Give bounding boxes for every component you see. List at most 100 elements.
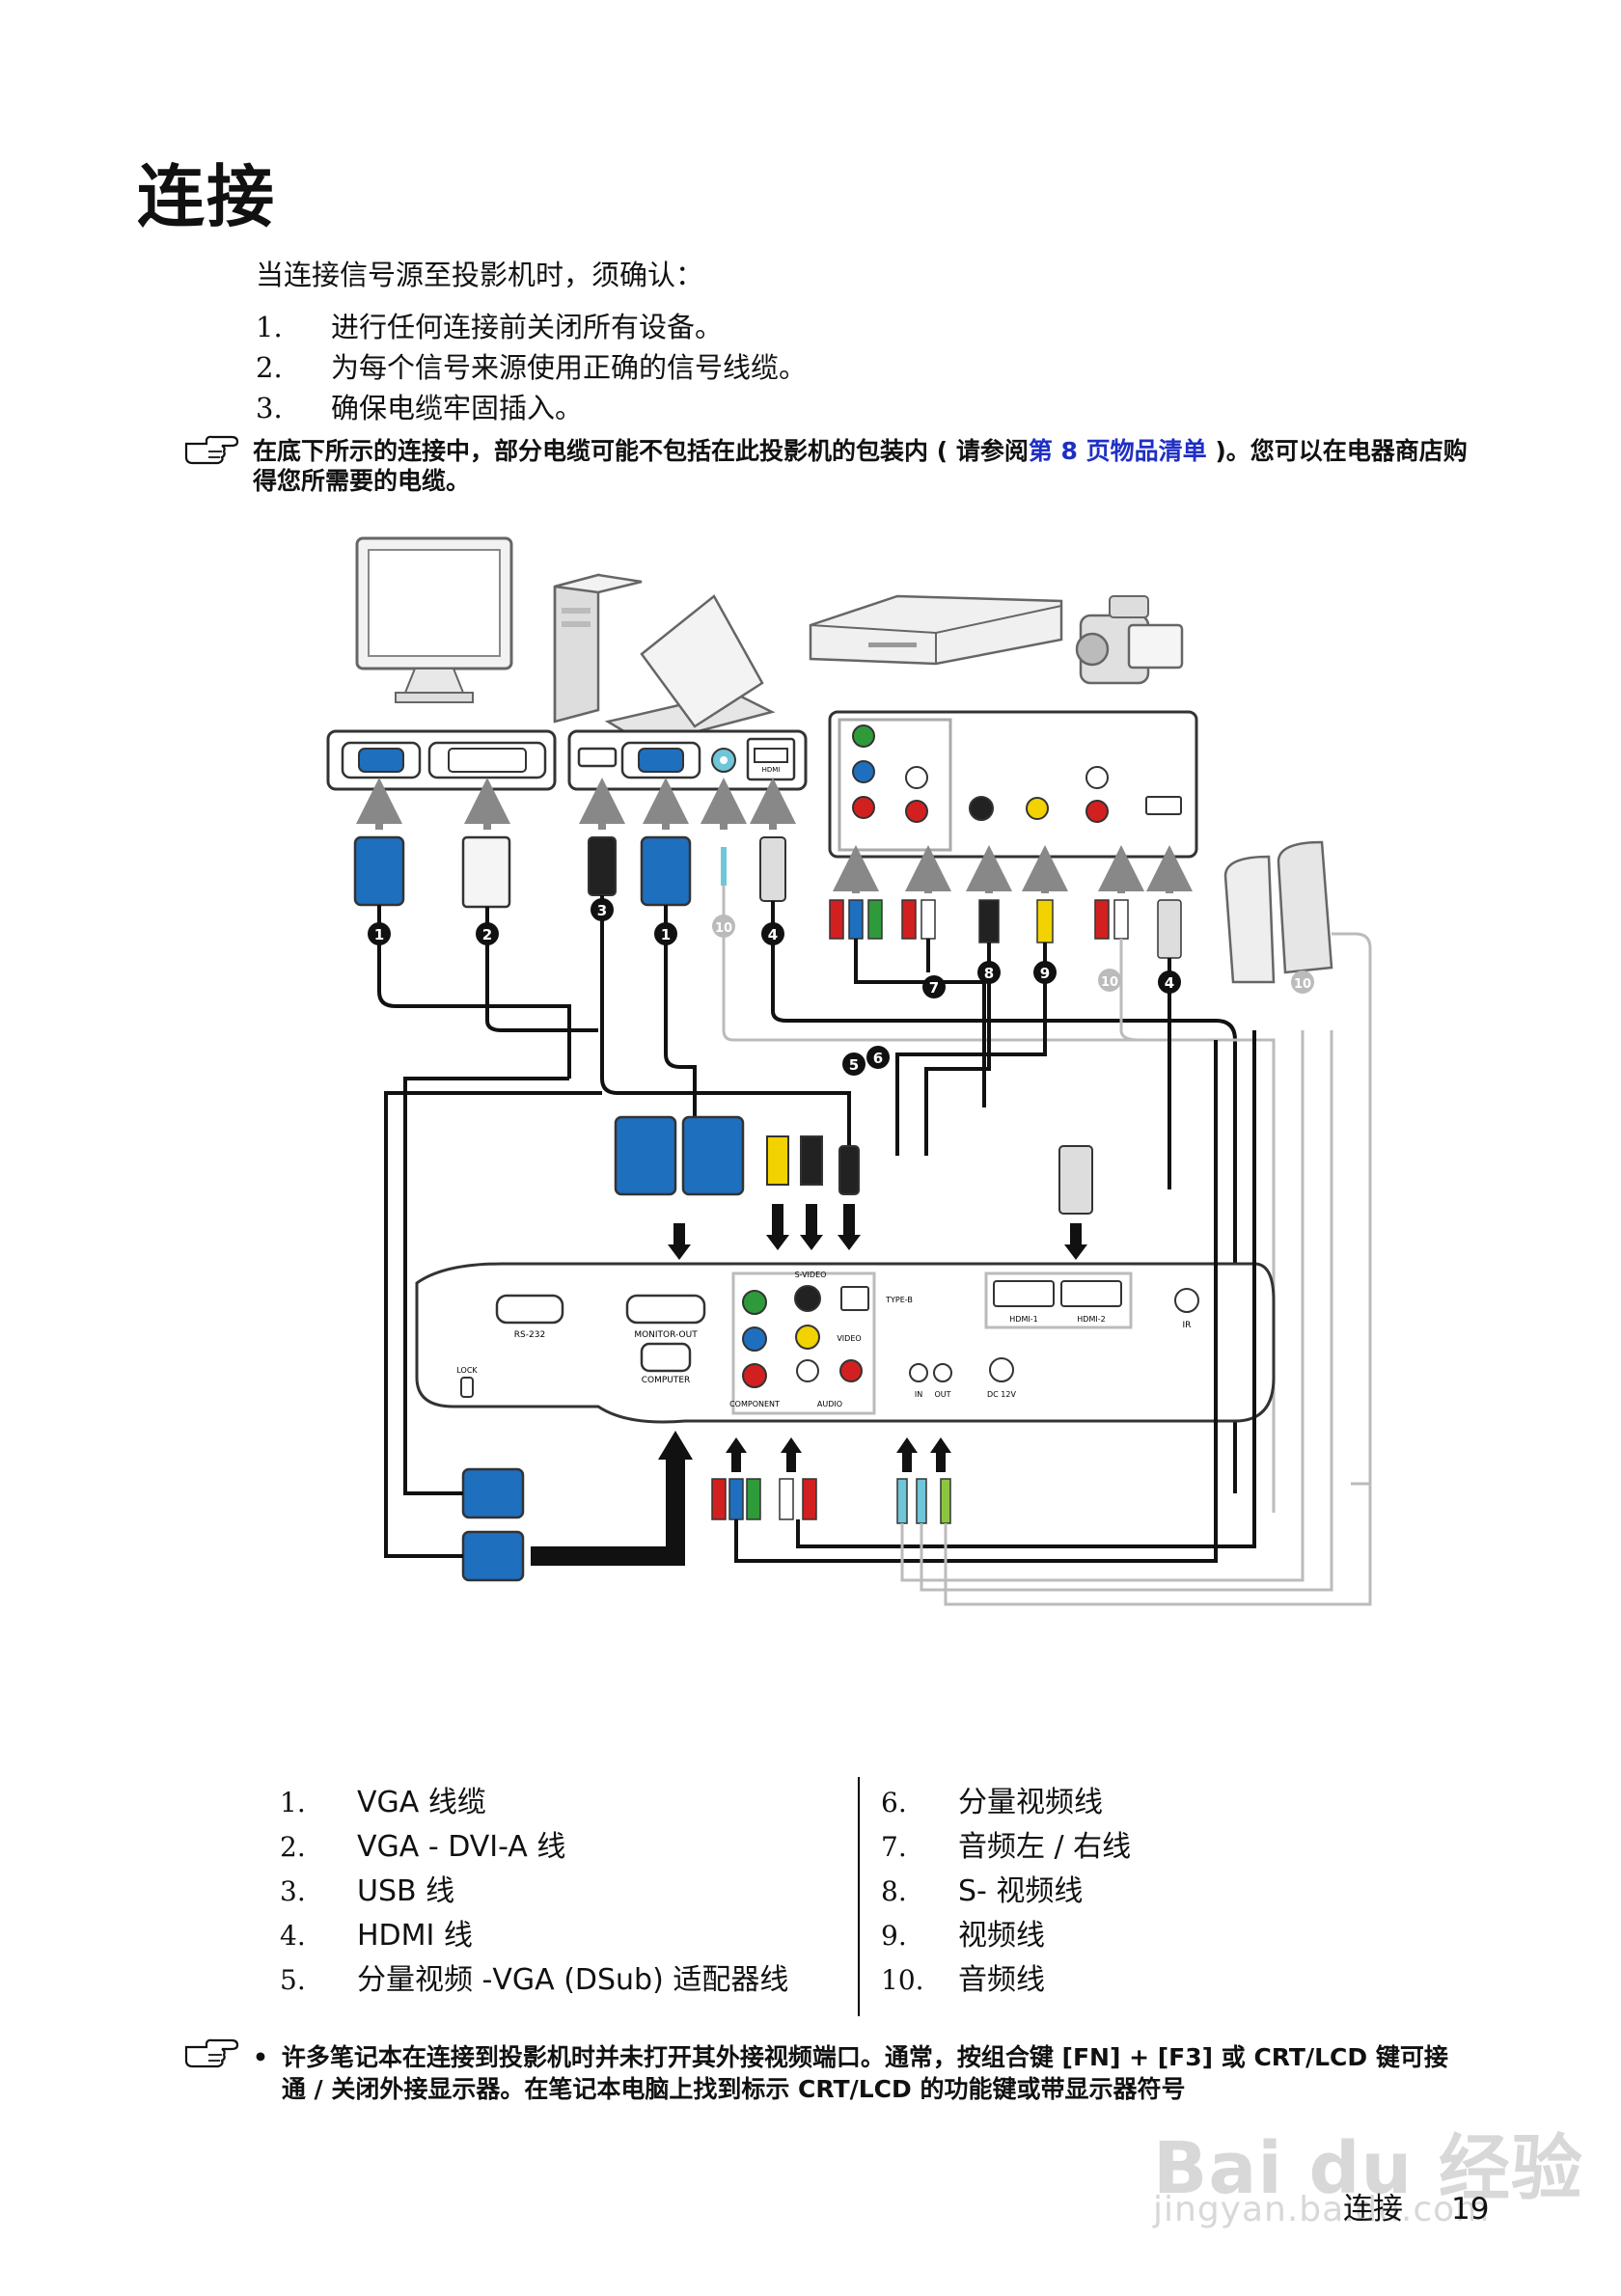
list-item: 3. 确保电缆牢固插入。 [256,388,807,428]
item-list-link[interactable]: 第 8 页物品清单 [1028,437,1207,465]
page-number: 19 [1451,2192,1490,2227]
cable-number-badges: 1 2 3 1 10 4 5 6 7 8 9 10 4 10 [368,898,1314,1076]
legend-number: 10. [881,1964,924,1996]
legend-number: 3. [280,1875,306,1907]
legend-number: 4. [280,1920,306,1952]
dc-label: DC 12V [987,1390,1016,1399]
av-port-panel [828,710,1198,859]
arrows-up [356,778,1193,893]
list-item: 1. 进行任何连接前关闭所有设备。 [256,307,807,347]
dvd-player-icon [809,594,1063,666]
audio-in-label: IN [915,1390,922,1399]
cable-badge: 10 [1101,975,1118,990]
pointing-hand-icon [184,2038,239,2068]
computer-port-panel: HDMI [567,729,808,791]
step-number: 1. [256,311,283,343]
hdmi2-label: HDMI-2 [1077,1315,1105,1324]
legend-text: 音频左 / 右线 [958,1830,1132,1864]
cable-badge: 3 [597,902,607,919]
cable-badge: 2 [482,926,492,943]
cable-badge: 6 [873,1050,883,1067]
pc-tower-icon [553,573,643,724]
watermark-logo: Bai du 经验 [1153,2127,1583,2210]
type-b-label: TYPE-B [885,1296,913,1304]
cable-3-usb [588,836,851,1156]
list-item: 2. VGA - DVI-A 线 [280,1825,788,1870]
legend-text: USB 线 [357,1874,455,1908]
cable-badge: 1 [661,926,671,943]
legend-number: 9. [881,1920,907,1952]
cable-10-audio-pc [721,847,1206,1042]
list-item: 2. 为每个信号来源使用正确的信号线缆。 [256,347,807,388]
legend-text: S- 视频线 [958,1874,1084,1908]
lock-label: LOCK [456,1366,478,1375]
list-item: 7. 音频左 / 右线 [881,1825,1131,1870]
watermark-url: jingyan.baidu.com [1153,2190,1491,2229]
bottom-note: • 许多笔记本在连接到投影机时并未打开其外接视频端口。通常，按组合键 [FN] … [253,2041,1469,2105]
cable-badge: 1 [374,926,384,943]
list-item: 5. 分量视频 -VGA (DSub) 适配器线 [280,1958,788,2003]
bottom-note-text: 许多笔记本在连接到投影机时并未打开其外接视频端口。通常，按组合键 [FN] + … [281,2043,1448,2103]
hdmi1-label: HDMI-1 [1009,1315,1037,1324]
legend-text: 音频线 [958,1963,1045,1997]
step-number: 3. [256,392,283,424]
computer-label: COMPUTER [642,1376,691,1385]
intro-text: 当连接信号源至投影机时，须确认： [256,259,704,291]
laptop-icon [604,594,776,747]
page-footer: 连接 19 [1343,2184,1489,2228]
step-list: 1. 进行任何连接前关闭所有设备。 2. 为每个信号来源使用正确的信号线缆。 3. 确… [256,307,807,428]
cable-badge: 9 [1040,965,1050,982]
legend-text: 分量视频线 [958,1786,1103,1819]
cable-badge: 7 [929,979,939,997]
cable-badge: 5 [849,1056,859,1074]
legend-number: 5. [280,1964,306,1996]
projector-rear-panel: RS-232 MONITOR-OUT COMPUTER S-VIDEO VIDE… [415,1262,1276,1424]
legend-number: 7. [881,1831,907,1863]
list-item: 1.VGA 线缆 [280,1781,788,1825]
cable-1-vga-computer [640,835,697,1132]
hdmi-label: HDMI [762,766,781,774]
legend-number: 6. [881,1787,907,1818]
list-item: 10. 音频线 [881,1958,1131,2003]
cable-1-vga-monitor [353,835,571,1079]
connection-diagram: HDMI [326,536,1372,1606]
pointing-hand-icon [184,435,239,465]
rs232-label: RS-232 [514,1330,545,1340]
list-item: 3. USB 线 [280,1870,788,1914]
cable-badge: 4 [1165,974,1174,992]
svideo-label: S-VIDEO [795,1271,827,1279]
note-text: 在底下所示的连接中，部分电缆可能不包括在此投影机的包装内 ( 请参阅第 8 页物… [253,436,1469,496]
cable-2-dvi [461,835,598,1032]
monitor-port-panel [326,729,557,791]
legend-number: 8. [881,1875,907,1907]
av-plugs [829,899,1276,1513]
audio-label: AUDIO [817,1400,842,1408]
list-item: 9. 视频线 [881,1914,1131,1958]
page-title: 连接 [137,157,276,236]
note-after: )。您可以在电器商店购得您所需要的电缆。 [253,437,1468,495]
bullet: • [253,2043,268,2071]
legend-text: 分量视频 -VGA (DSub) 适配器线 [357,1963,789,1997]
step-number: 2. [256,351,283,384]
step-text: 进行任何连接前关闭所有设备。 [331,311,724,343]
legend-number: 2. [280,1831,306,1863]
ir-label: IR [1183,1321,1192,1330]
cable-badge: 10 [1294,977,1311,992]
lower-plugs [384,1030,1372,1606]
cable-badge: 8 [984,965,994,982]
projector-side-plugs [614,1115,1093,1260]
legend-right: 6. 分量视频线 7. 音频左 / 右线 8. S- 视频线 9. 视频线 10. 音频线 [881,1781,1131,2003]
speakers-icon [1223,840,1372,1486]
list-item: 4. HDMI 线 [280,1914,788,1958]
component-label: COMPONENT [729,1400,780,1408]
step-text: 为每个信号来源使用正确的信号线缆。 [331,351,808,384]
camcorder-icon [1075,595,1184,685]
footer-section: 连接 [1343,2192,1403,2227]
legend-text: 视频线 [958,1919,1045,1953]
video-label: VIDEO [837,1334,861,1343]
monitor-out-label: MONITOR-OUT [634,1330,698,1340]
cable-badge: 4 [768,926,778,943]
step-text: 确保电缆牢固插入。 [331,392,584,424]
note-before: 在底下所示的连接中，部分电缆可能不包括在此投影机的包装内 ( 请参阅 [253,437,1029,465]
audio-out-label: OUT [934,1390,950,1399]
